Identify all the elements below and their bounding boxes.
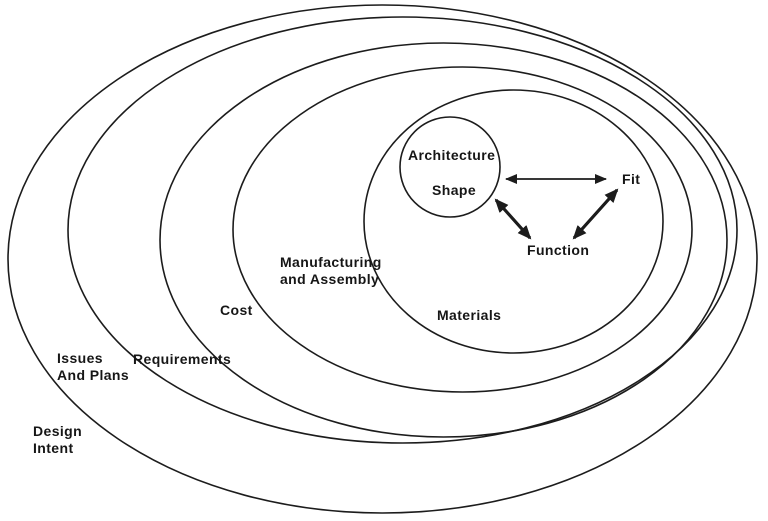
materials-label: Materials	[437, 307, 502, 323]
requirements-label: Requirements	[133, 351, 232, 367]
architecture-label: Architecture	[408, 147, 496, 163]
design-intent-ellipse	[7, 4, 758, 514]
design-intent-label: Design Intent	[33, 423, 82, 457]
manufacturing-assembly-ellipse	[363, 89, 664, 354]
issues-and-plans-line1: Issues	[57, 350, 103, 366]
issues-and-plans-line2: And Plans	[57, 367, 130, 383]
manufacturing-assembly-label: Manufacturing and Assembly	[280, 254, 382, 288]
issues-and-plans-label: Issues And Plans	[57, 350, 129, 384]
cost-ellipse	[232, 66, 693, 393]
fit-function-arrow	[572, 188, 619, 240]
manufacturing-assembly-line2: and Assembly	[280, 271, 380, 287]
design-intent-line2: Intent	[33, 440, 74, 456]
shape-label: Shape	[432, 182, 477, 198]
function-label: Function	[527, 242, 590, 258]
requirements-ellipse	[159, 42, 728, 438]
manufacturing-assembly-line1: Manufacturing	[280, 254, 382, 270]
fit-label: Fit	[622, 171, 641, 187]
shape-function-arrow	[494, 198, 532, 240]
issues-and-plans-ellipse	[67, 16, 738, 444]
architecture-shape-circle	[399, 116, 501, 218]
cost-label: Cost	[220, 302, 253, 318]
design-intent-line1: Design	[33, 423, 83, 439]
